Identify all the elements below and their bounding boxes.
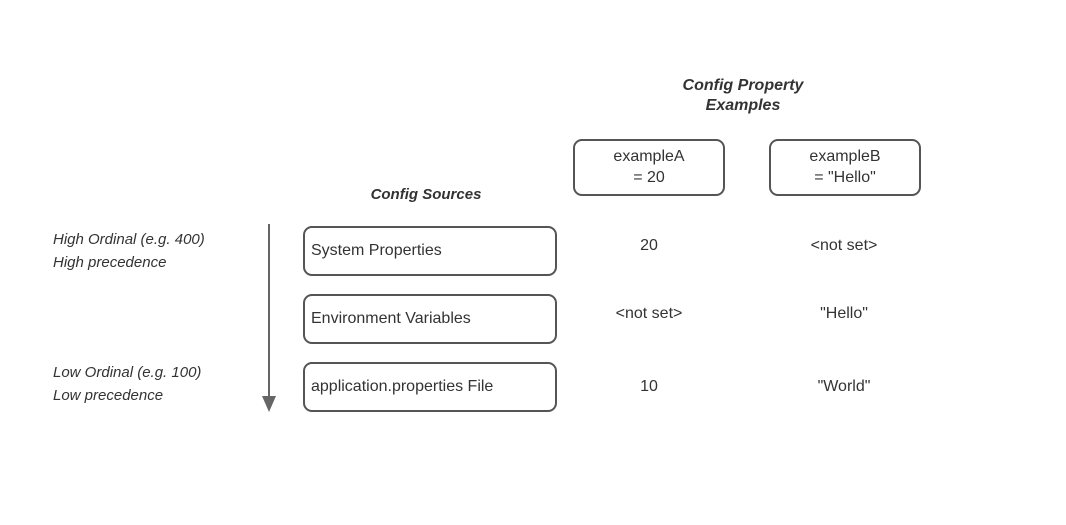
property-example-label: exampleB = "Hello" — [809, 147, 881, 186]
high-ordinal-note: High Ordinal (e.g. 400) High precedence — [53, 231, 205, 271]
config-source-box-application-properties-file[interactable]: application.properties File — [303, 362, 557, 412]
value-cell-exampleb-system-properties: <not set> — [810, 237, 878, 254]
config-source-label: Environment Variables — [311, 310, 471, 327]
low-ordinal-note: Low Ordinal (e.g. 100) Low precedence — [53, 364, 202, 404]
property-example-box-exampleb[interactable]: exampleB = "Hello" — [769, 139, 921, 196]
config-sources-title: Config Sources — [370, 186, 482, 203]
property-example-label: exampleA = 20 — [613, 147, 685, 186]
value-cell-examplea-system-properties: 20 — [640, 237, 658, 254]
config-source-label: application.properties File — [311, 378, 494, 395]
value-cell-exampleb-environment-variables: "Hello" — [820, 305, 868, 322]
value-cell-examplea-application-properties: 10 — [640, 378, 658, 395]
value-cell-examplea-environment-variables: <not set> — [615, 305, 683, 322]
config-source-box-system-properties[interactable]: System Properties — [303, 226, 557, 276]
config-source-label: System Properties — [311, 242, 442, 259]
config-source-box-environment-variables[interactable]: Environment Variables — [303, 294, 557, 344]
property-example-box-examplea[interactable]: exampleA = 20 — [573, 139, 725, 196]
precedence-down-arrow-icon — [262, 224, 276, 412]
value-cell-exampleb-application-properties: "World" — [817, 378, 871, 395]
config-property-examples-title: Config Property Examples — [682, 77, 804, 114]
